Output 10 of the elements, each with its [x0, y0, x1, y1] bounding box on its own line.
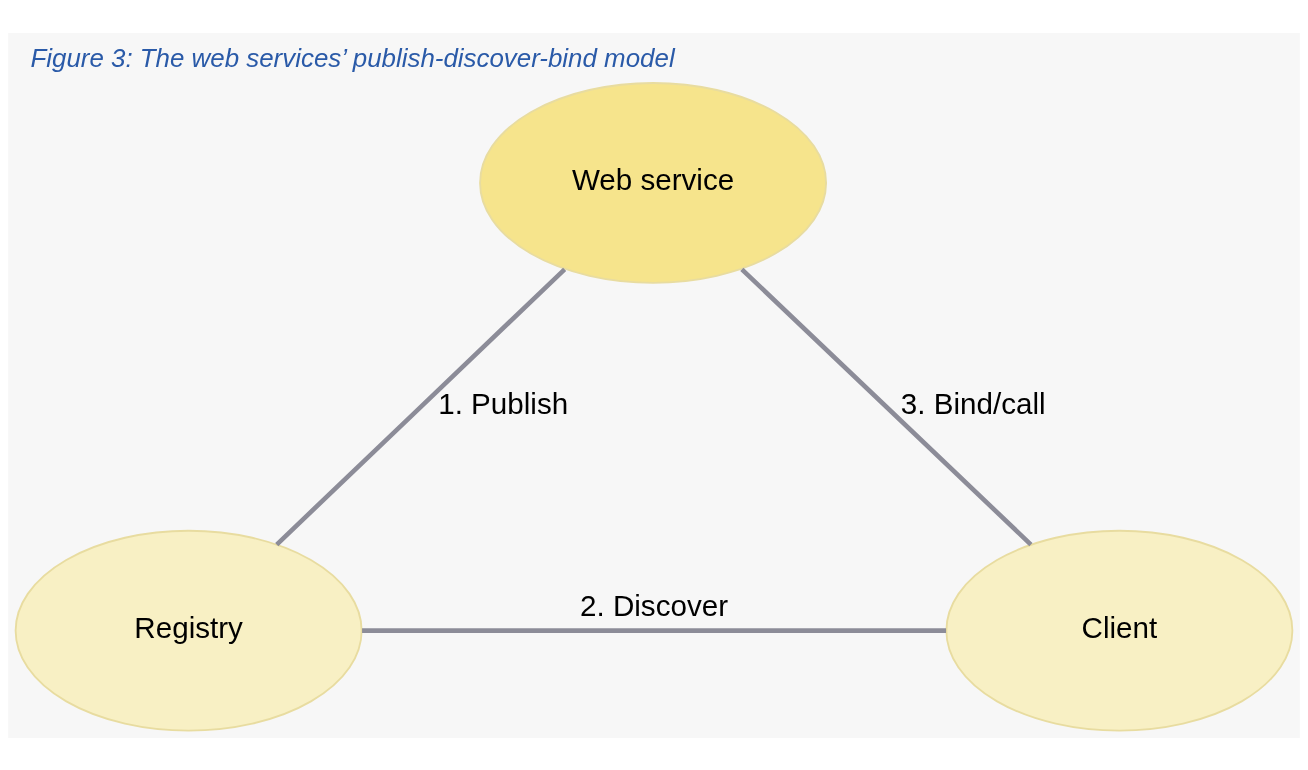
caption: Figure 3: The web services’ publish-discover-bind model — [30, 43, 675, 72]
connector — [740, 267, 1033, 546]
edge-label: 3. Bind/call — [900, 386, 1046, 420]
connector — [275, 267, 567, 546]
node-ellipse: Registry — [14, 529, 363, 732]
edge-label: 2. Discover — [579, 588, 729, 621]
connector — [362, 627, 947, 633]
edge-label: 1. Publish — [438, 386, 569, 420]
node-ellipse: Web service — [479, 81, 827, 284]
node-ellipse: Client — [945, 529, 1294, 732]
